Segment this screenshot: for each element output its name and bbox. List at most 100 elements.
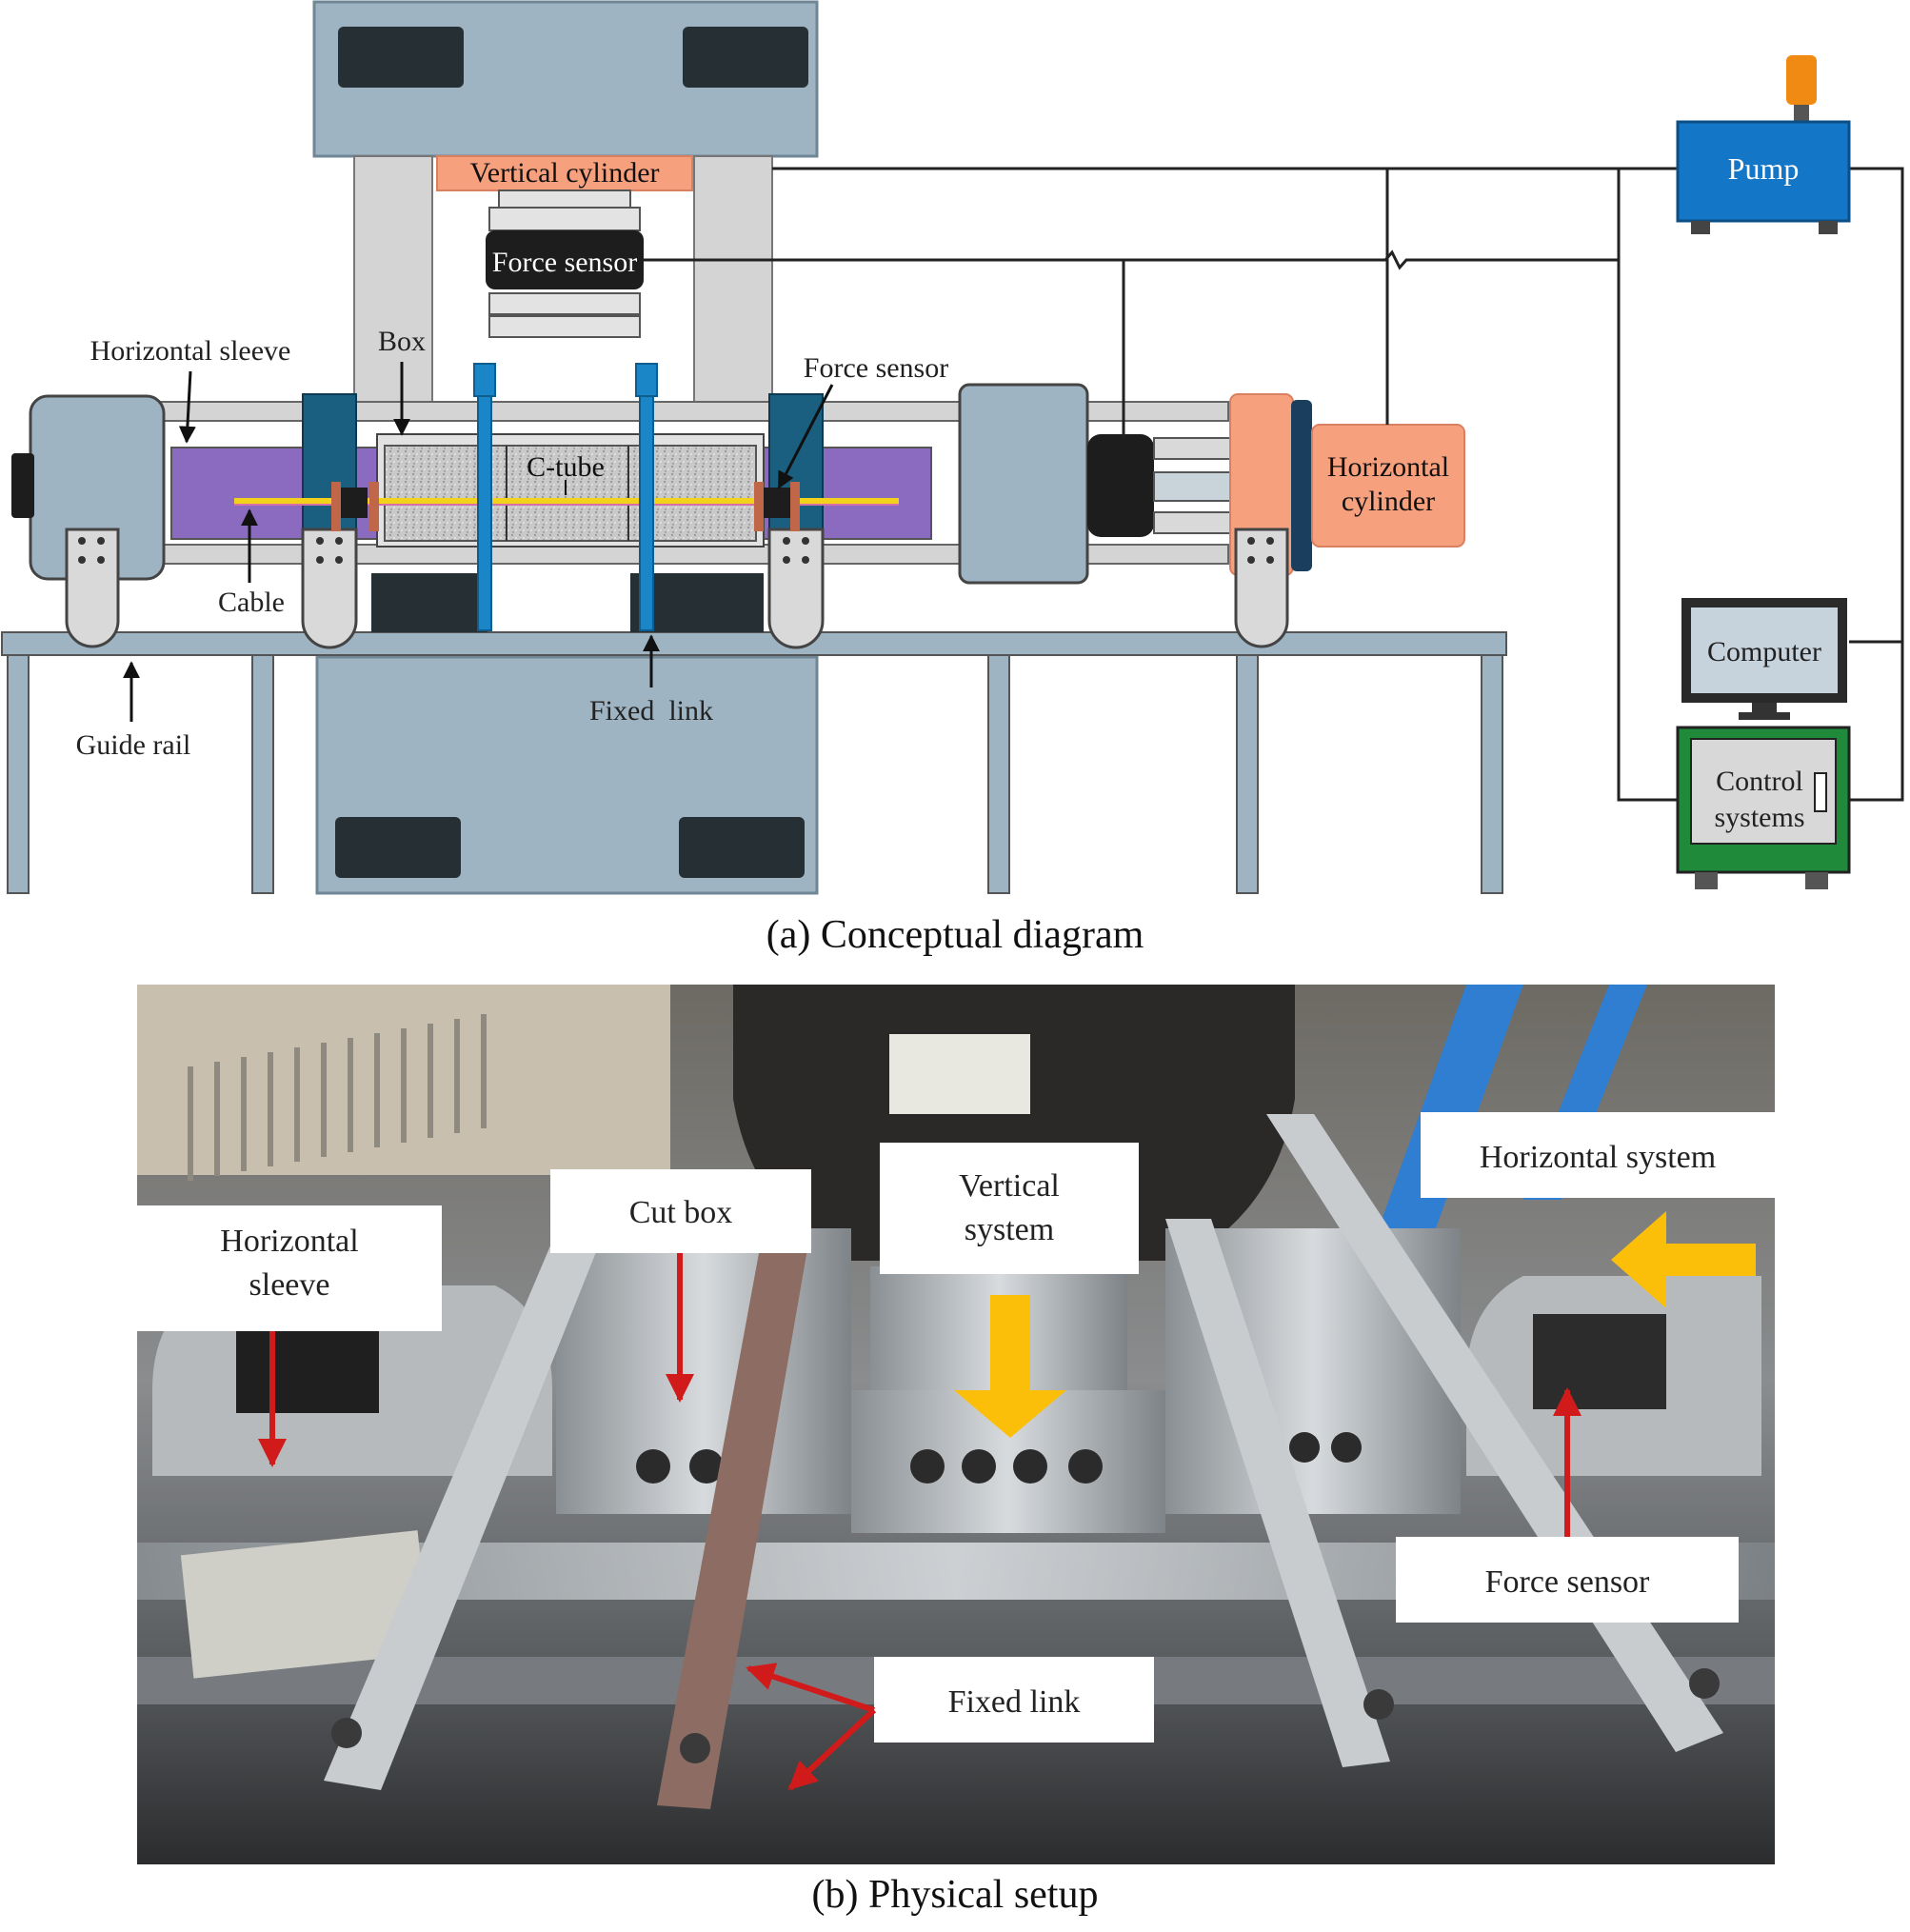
vertical-piston-2 <box>488 207 641 231</box>
photo-link-bar-3 <box>1165 1219 1390 1767</box>
control-systems-label-1: Control <box>1716 766 1803 797</box>
vertical-system-label-2: system <box>965 1212 1054 1247</box>
table-leg-5 <box>1481 654 1503 894</box>
pump-motor-base <box>1794 105 1809 122</box>
force-sensor-top <box>486 230 644 289</box>
force-sensor-right-arrow <box>777 384 834 489</box>
piston-housing <box>1087 434 1154 537</box>
fixed-link-rod-2 <box>639 370 654 631</box>
wiring <box>644 167 1904 802</box>
table-leg-2 <box>251 654 274 894</box>
wheel-bolts <box>78 537 1274 564</box>
control-foot-left <box>1695 872 1718 889</box>
force-sensor-top-label: Force sensor <box>492 247 637 278</box>
photo-radiator <box>188 1014 487 1181</box>
horizontal-cylinder-label-2: cylinder <box>1342 486 1435 517</box>
right-sensor-plate <box>754 482 764 531</box>
bottom-base-pad-right <box>679 817 805 878</box>
horizontal-cylinder-wheel <box>1234 528 1289 648</box>
fixed-link-photo-label: Fixed link <box>948 1684 1081 1720</box>
photo-right-sleeve-window <box>1533 1314 1666 1409</box>
horizontal-system-label: Horizontal system <box>1480 1140 1716 1175</box>
table-leg-3 <box>987 654 1010 894</box>
control-switch <box>1814 772 1827 812</box>
force-sensor-right-label: Force sensor <box>804 352 948 384</box>
pump-motor <box>1786 55 1817 105</box>
label-box-fixed-link <box>874 1657 1154 1743</box>
vertical-piston <box>498 189 631 209</box>
computer-stand-base <box>1739 712 1790 720</box>
guide-rail-label: Guide rail <box>76 729 191 761</box>
horizontal-cylinder-label-1: Horizontal <box>1327 451 1449 483</box>
table-leg-1 <box>7 654 30 894</box>
cable-label: Cable <box>218 587 285 618</box>
fixed-link-label: Fixed link <box>589 695 713 727</box>
yellow-arrow-horizontal <box>1611 1211 1756 1308</box>
right-sensor-plate-2 <box>790 482 800 531</box>
panel-b-physical-setup: Horizontal sleeve Cut box Vertical syste… <box>137 985 1775 1864</box>
label-box-horizontal-system <box>1421 1112 1775 1198</box>
table-leg-4 <box>1236 654 1259 894</box>
pump-box <box>1676 120 1851 223</box>
left-end-wheel <box>65 528 120 648</box>
photo-link-bar-1 <box>324 1219 609 1790</box>
computer-stand <box>1752 703 1777 712</box>
photo-link-bolts <box>331 1668 1720 1763</box>
horizontal-sleeve-photo-label-2: sleeve <box>249 1267 330 1303</box>
force-sensor-photo-label: Force sensor <box>1485 1564 1650 1600</box>
pump-label: Pump <box>1728 151 1800 186</box>
right-force-sensor <box>764 488 790 518</box>
top-crosshead-pad-right <box>683 27 808 88</box>
lower-block-left <box>371 573 487 632</box>
top-crosshead-pad-left <box>338 27 464 88</box>
panel-a-caption: (a) Conceptual diagram <box>766 913 1144 957</box>
control-foot-right <box>1805 872 1828 889</box>
red-arrow-fixed-link-1 <box>746 1663 875 1713</box>
label-box-vertical-system <box>880 1143 1139 1274</box>
photo-clamp-plate <box>180 1530 431 1679</box>
vertical-cylinder-label: Vertical cylinder <box>469 157 659 189</box>
fixed-link-head-1 <box>473 363 496 397</box>
cut-box-label: Cut box <box>629 1195 733 1230</box>
c-tube-label: C-tube <box>527 451 605 483</box>
box-label: Box <box>378 326 426 357</box>
fixed-link-head-2 <box>635 363 658 397</box>
left-column <box>353 155 433 414</box>
right-column <box>693 155 773 414</box>
panel-a-conceptual-diagram: Vertical cylinder Force sensor <box>1 0 1904 895</box>
right-middle-block <box>958 383 1089 585</box>
label-box-force-sensor <box>1396 1537 1739 1623</box>
left-force-sensor <box>341 488 368 518</box>
vertical-plate-1 <box>488 292 641 315</box>
vertical-system-label-1: Vertical <box>959 1168 1060 1204</box>
panel-b-caption: (b) Physical setup <box>811 1873 1099 1917</box>
red-arrow-fixed-link-2 <box>787 1707 877 1791</box>
horizontal-sleeve-label: Horizontal sleeve <box>90 335 291 367</box>
horizontal-sleeve-arrow <box>178 370 196 444</box>
photo-bolts <box>636 1432 1362 1484</box>
right-clamp-wheel <box>767 528 825 649</box>
vertical-cylinder <box>436 155 693 191</box>
horizontal-cylinder-seal <box>1291 400 1312 571</box>
vertical-plate-2 <box>488 315 641 338</box>
photo-link-bar-2 <box>657 1238 809 1809</box>
label-box-cut-box <box>550 1169 811 1253</box>
left-clamp-wheel <box>301 528 358 649</box>
bottom-base-pad-left <box>335 817 461 878</box>
left-sensor-plate-2 <box>369 482 379 531</box>
photo-label-sticker <box>889 1034 1030 1114</box>
left-sensor-plate <box>331 482 341 531</box>
label-box-horizontal-sleeve <box>137 1205 442 1331</box>
piston-rod-upper <box>1153 437 1233 460</box>
control-systems-panel <box>1690 738 1837 845</box>
piston-rod-lower <box>1153 511 1233 534</box>
yellow-arrow-vertical <box>954 1295 1066 1438</box>
piston-rod-mid <box>1153 471 1233 502</box>
photo-vertical-ram <box>733 985 1295 1261</box>
pump-foot-right <box>1819 221 1838 234</box>
computer-screen <box>1691 607 1838 693</box>
pump-foot-left <box>1691 221 1710 234</box>
horizontal-sleeve-photo-label-1: Horizontal <box>220 1224 358 1259</box>
